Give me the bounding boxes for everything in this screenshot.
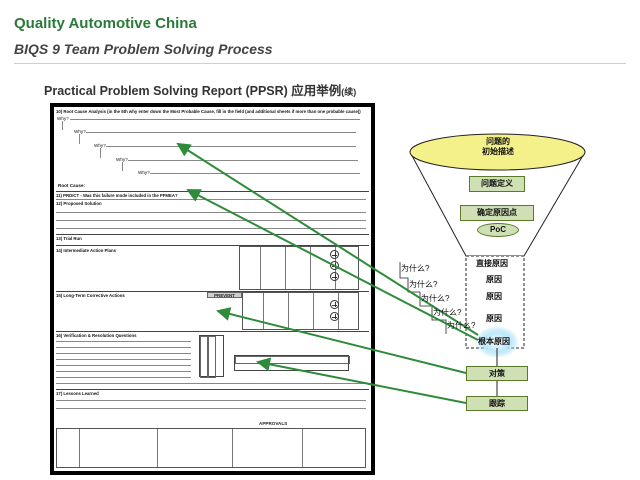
form-line [56, 377, 191, 378]
prevent-header: PREVENT [207, 292, 242, 298]
why-connector-3 [100, 148, 101, 158]
prdict-label: 11) PRDICT - Was this failure mode inclu… [56, 193, 178, 198]
form-line [56, 220, 366, 221]
why-connector-4 [122, 162, 123, 171]
long-term-action-label: 15) Long-Term Corrective Actions [56, 293, 125, 298]
form-line [56, 383, 366, 384]
form-line [56, 359, 191, 360]
why-question-2: 为什么? [409, 280, 438, 289]
header-divider [14, 63, 626, 64]
form-line [56, 371, 191, 372]
form-line [56, 199, 366, 200]
locate-cause-box: 确定原因点 [460, 205, 534, 221]
funnel-top-label: 问题的 初始描述 [482, 137, 514, 156]
why-question-1: 为什么? [401, 264, 430, 273]
why-2: Why? [74, 129, 86, 134]
section-divider [56, 331, 369, 332]
followup-box: 跟踪 [466, 396, 528, 411]
add-icon [330, 250, 339, 259]
why-question-3: 为什么? [421, 294, 450, 303]
cause-label: 原因 [486, 292, 502, 301]
why-3: Why? [94, 143, 106, 148]
ppsr-form: 10) Root Cause Analysis (in the 5th why … [54, 107, 371, 471]
add-icon [330, 312, 339, 321]
proposed-solution-label: 12) Proposed Solution [56, 201, 102, 206]
lessons-learned-label: 17) Lessons Learned [56, 391, 99, 396]
funnel-dashed-zone [465, 255, 525, 349]
report-title: Practical Problem Solving Report (PPSR) … [44, 84, 357, 98]
form-line [56, 365, 191, 366]
countermeasure-box: 对策 [466, 366, 528, 381]
section-divider [56, 389, 369, 390]
form-line [56, 212, 366, 213]
why-line-5 [150, 173, 360, 174]
problem-definition-box: 问题定义 [469, 176, 525, 192]
section-divider [56, 191, 369, 192]
cause-label: 原因 [486, 275, 502, 284]
verification-checkbox-grid [199, 335, 224, 378]
tracking-grid [234, 355, 350, 371]
approvals-label: APPROVALS [259, 421, 288, 426]
form-line [56, 353, 191, 354]
trial-run-label: 13) Trial Run [56, 236, 82, 241]
verification-label: 16) Verification & Resolution Questions [56, 333, 137, 338]
add-icon [330, 272, 339, 281]
add-icon [330, 261, 339, 270]
why-connector-1 [62, 121, 63, 130]
form-line [56, 400, 366, 401]
why-line-1 [70, 119, 360, 120]
direct-cause-label: 直接原因 [476, 259, 508, 268]
form-line [56, 341, 191, 342]
root-cause-label: Root Cause: [58, 183, 86, 188]
intermediate-action-label: 14) Intermediate Action Plans [56, 248, 117, 253]
poc-oval: PoC [477, 223, 519, 237]
funnel-body-upper [409, 151, 586, 257]
approvals-table [56, 428, 366, 468]
form-line [56, 347, 191, 348]
why-line-2 [86, 132, 356, 133]
why-line-4 [128, 160, 358, 161]
why-line-3 [106, 146, 356, 147]
intermediate-table [239, 246, 359, 290]
add-icon [330, 300, 339, 309]
form-line [56, 228, 366, 229]
root-cause-funnel-label: 根本原因 [478, 337, 510, 346]
slide-subtitle: BIQS 9 Team Problem Solving Process [14, 41, 273, 57]
why-4: Why? [116, 157, 128, 162]
cause-label: 原因 [486, 314, 502, 323]
ppsr-form-image: 10) Root Cause Analysis (in the 5th why … [50, 103, 375, 475]
why-1: Why? [57, 116, 69, 121]
form-line [56, 408, 366, 409]
section-divider [56, 234, 369, 235]
brand-title: Quality Automotive China [14, 15, 197, 32]
why-5: Why? [138, 170, 150, 175]
why-connector-2 [79, 134, 80, 144]
why-question-5: 为什么? [447, 321, 476, 330]
root-cause-heading: 10) Root Cause Analysis (in the 5th why … [56, 109, 361, 114]
why-question-4: 为什么? [433, 308, 462, 317]
long-term-table [242, 292, 359, 330]
report-title-cont: (续) [341, 87, 357, 97]
